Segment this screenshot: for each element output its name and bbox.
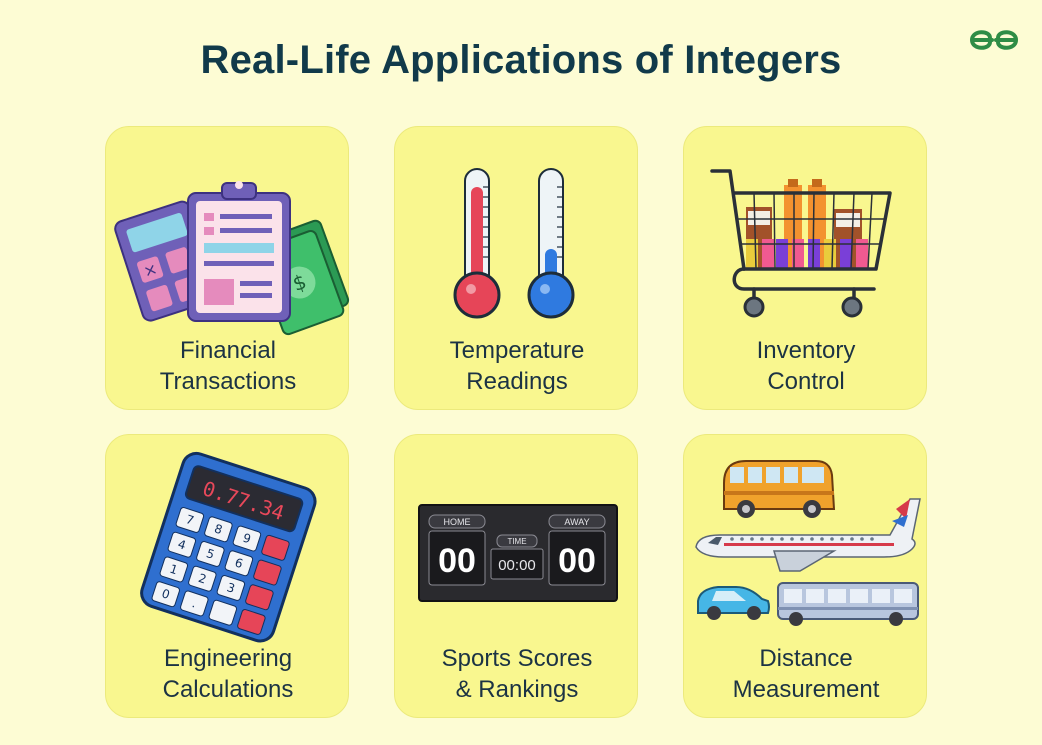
hot-thermometer-icon — [453, 168, 501, 319]
vehicles-icon — [695, 460, 921, 626]
card-title-line2: Control — [767, 368, 845, 395]
airplane-icon — [695, 498, 921, 572]
card-title-line2: Readings — [466, 368, 568, 395]
finance-icon: × $ — [114, 181, 350, 336]
svg-text:.: . — [190, 596, 198, 610]
card-title-line2: Measurement — [732, 676, 880, 703]
card-title-line1: Sports Scores — [441, 645, 593, 672]
card-temperature-readings: Temperature Readings — [394, 126, 638, 410]
card-financial-transactions: × $ Financial Transactions — [105, 126, 350, 410]
home-score: 00 — [438, 542, 476, 580]
geeksforgeeks-logo-icon — [970, 30, 1018, 50]
card-title-line2: Calculations — [162, 676, 294, 703]
home-label: HOME — [444, 517, 471, 527]
time-value: 00:00 — [498, 557, 536, 574]
card-engineering-calculations: 0.77.34 7 8 9 4 5 6 1 2 — [105, 434, 349, 718]
page-title: Real-Life Applications of Integers — [200, 38, 842, 82]
svg-text:6: 6 — [233, 555, 245, 571]
svg-text:9: 9 — [241, 531, 253, 547]
card-title-line1: Distance — [759, 645, 853, 672]
away-score: 00 — [558, 542, 596, 580]
svg-text:5: 5 — [205, 546, 217, 562]
bus-icon — [777, 582, 919, 626]
away-label: AWAY — [564, 517, 589, 527]
card-sports-scores: HOME 00 AWAY 00 TIME 00:00 Sports Scores… — [394, 434, 638, 718]
card-distance-measurement: Distance Measurement — [683, 434, 927, 718]
svg-text:4: 4 — [176, 537, 188, 553]
svg-text:7: 7 — [184, 512, 196, 528]
card-title-line1: Temperature — [449, 337, 585, 364]
svg-text:3: 3 — [225, 580, 237, 596]
van-icon — [723, 460, 836, 518]
card-title-line2: Transactions — [159, 368, 297, 395]
card-title-line2: & Rankings — [455, 676, 579, 703]
time-label: TIME — [507, 537, 526, 546]
svg-text:0: 0 — [160, 586, 172, 602]
scoreboard-icon: HOME 00 AWAY 00 TIME 00:00 — [418, 504, 618, 602]
car-icon — [697, 586, 770, 620]
shopping-cart-icon — [710, 169, 892, 318]
card-title-line1: Inventory — [756, 337, 856, 364]
svg-text:1: 1 — [168, 562, 180, 578]
svg-text:8: 8 — [213, 521, 225, 537]
calculator-icon: 0.77.34 7 8 9 4 5 6 1 2 — [140, 451, 317, 643]
svg-text:2: 2 — [197, 571, 209, 587]
card-title-line1: Engineering — [163, 645, 293, 672]
card-inventory-control: Inventory Control — [683, 126, 927, 410]
cold-thermometer-icon — [527, 168, 575, 319]
thermometers-icon — [453, 168, 575, 319]
card-title-line1: Financial — [179, 337, 277, 364]
svg-text:×: × — [141, 259, 160, 281]
